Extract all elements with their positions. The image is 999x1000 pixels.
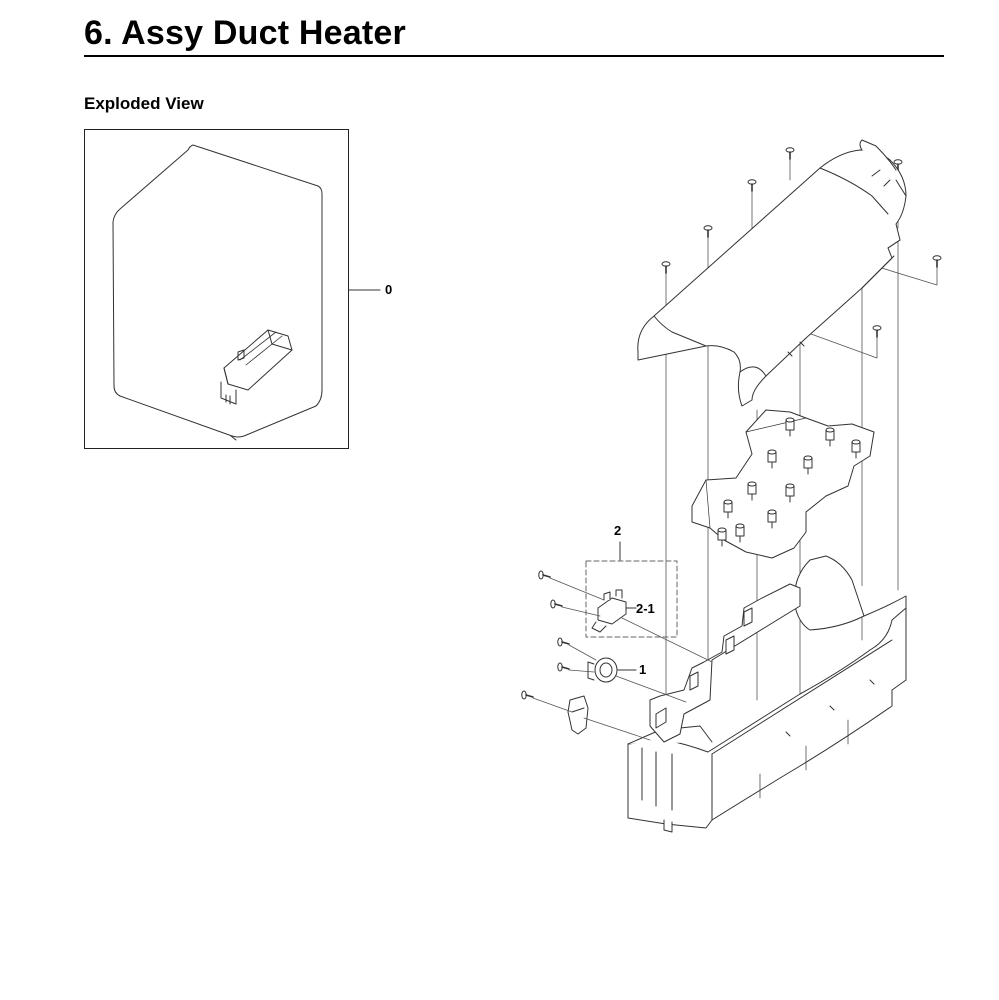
- callout-part-2-1: 2-1: [636, 601, 655, 616]
- callout-part-1: 1: [639, 662, 647, 677]
- heater-plate: [691, 409, 875, 559]
- screw-icon: [538, 570, 551, 580]
- screw-icon: [521, 690, 534, 700]
- screw-icon: [703, 225, 713, 238]
- heater-terminals: [717, 417, 861, 547]
- location-inset: [84, 129, 349, 449]
- inset-heater-location: [220, 329, 293, 405]
- screw-icon: [550, 599, 563, 609]
- callout-assembly: 0: [385, 282, 393, 297]
- title-underline: [84, 55, 944, 57]
- duct-cover: [637, 139, 907, 407]
- mounting-bracket: [567, 695, 589, 735]
- duct-side-wall: [649, 583, 801, 743]
- screw-icon: [785, 147, 795, 160]
- screw-icon: [932, 255, 942, 268]
- screw-icon: [872, 325, 882, 338]
- page-title: 6. Assy Duct Heater: [84, 14, 406, 52]
- duct-housing: [627, 555, 907, 833]
- side-screws: [521, 570, 570, 700]
- callout-part-2: 2: [614, 523, 622, 538]
- thermal-fuse-part-2-1: [591, 589, 627, 633]
- screw-icon: [661, 261, 671, 274]
- inset-dryer-cabinet: [112, 144, 323, 441]
- screw-icon: [557, 637, 570, 647]
- part-2-group-box: [585, 560, 678, 638]
- cover-screws: [661, 147, 942, 338]
- side-guide-lines: [532, 577, 713, 741]
- section-heading: Exploded View: [84, 94, 204, 113]
- screw-icon: [557, 662, 570, 672]
- thermostat-part-1: [587, 657, 618, 683]
- screw-icon: [747, 179, 757, 192]
